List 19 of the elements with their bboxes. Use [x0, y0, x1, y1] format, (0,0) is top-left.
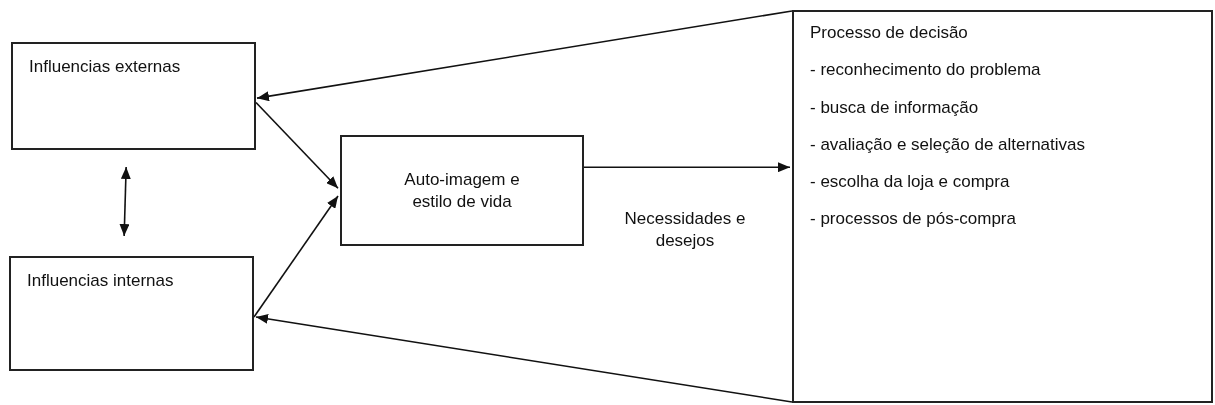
text-box — [340, 135, 584, 246]
list-item: - busca de informação — [810, 96, 979, 118]
text-box — [11, 42, 256, 150]
arrow — [253, 195, 339, 318]
list-item: - avaliação e seleção de alternativas — [810, 133, 1085, 155]
list-item: - escolha da loja e compra — [810, 171, 1010, 193]
text-box — [9, 256, 254, 371]
arrow — [255, 101, 339, 190]
arrow — [256, 10, 793, 102]
box-title: Influencias externas — [29, 56, 181, 78]
box-title: Processo de decisão — [810, 22, 968, 44]
arrow — [255, 313, 793, 403]
arrow — [119, 166, 131, 237]
box-title: Influencias internas — [27, 270, 174, 292]
list-item: - reconhecimento do problema — [810, 59, 1041, 81]
list-item: - processos de pós-compra — [810, 208, 1016, 230]
arrow — [583, 162, 791, 173]
text-box — [792, 10, 1213, 403]
box-title: Auto-imagem e estilo de vida — [403, 169, 521, 212]
